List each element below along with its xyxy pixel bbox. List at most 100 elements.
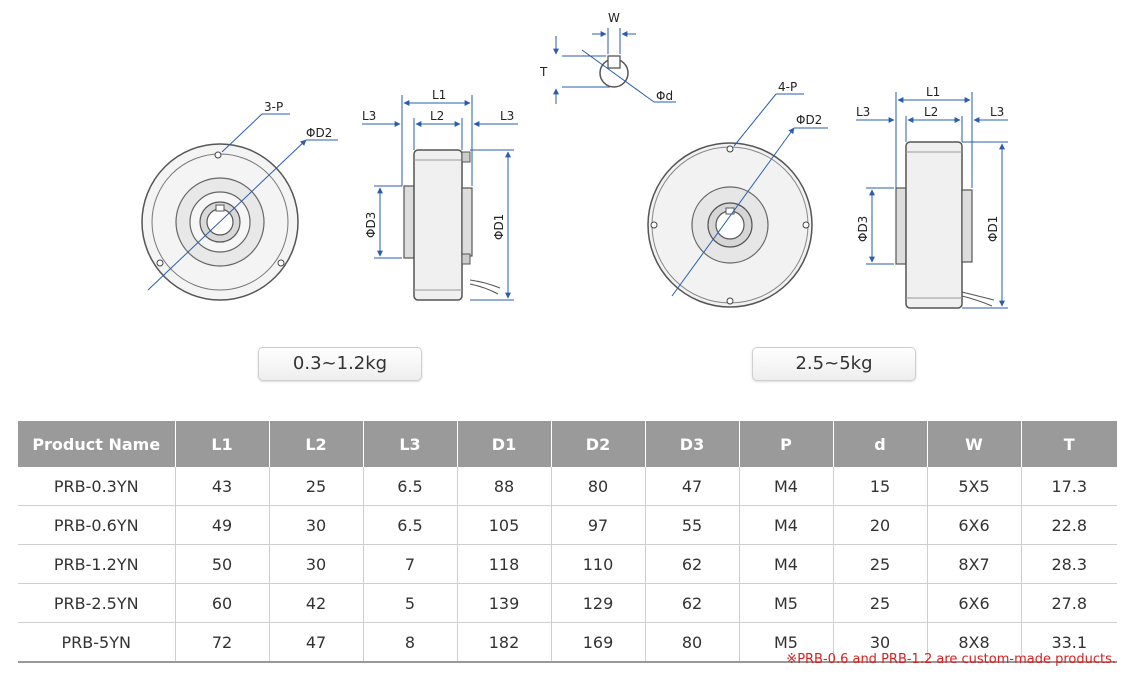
table-cell: 42 <box>269 583 364 623</box>
header-product-name: Product Name <box>18 421 176 467</box>
large-front-view: 4-P ΦD2 <box>647 80 828 308</box>
keyway-d-label: Φd <box>656 89 673 103</box>
table-cell: PRB-5YN <box>18 622 176 663</box>
large-front-d2-label: ΦD2 <box>796 113 822 127</box>
table-cell: 25 <box>833 544 928 584</box>
table-cell: 6X6 <box>927 583 1022 623</box>
large-side-l3-right-label: L3 <box>990 105 1004 119</box>
table-cell: M4 <box>739 505 834 545</box>
small-side-l1-label: L1 <box>432 88 446 102</box>
keyway-w-label: W <box>608 11 620 25</box>
small-front-p-label: 3-P <box>264 100 283 114</box>
spec-table-header-row: Product Name L1 L2 L3 D1 D2 D3 P d W T <box>18 421 1117 467</box>
large-side-l1-label: L1 <box>926 85 940 99</box>
table-cell: M5 <box>739 622 834 663</box>
small-front-view: 3-P ΦD2 <box>141 100 338 301</box>
table-cell: 7 <box>363 544 458 584</box>
table-cell: 25 <box>269 467 364 506</box>
table-cell: M4 <box>739 467 834 506</box>
table-cell: 105 <box>457 505 552 545</box>
header-l2: L2 <box>269 421 364 467</box>
header-d1: D1 <box>457 421 552 467</box>
table-cell: 118 <box>457 544 552 584</box>
table-cell: PRB-0.6YN <box>18 505 176 545</box>
weight-label-small: 0.3~1.2kg <box>258 347 422 381</box>
table-cell: 50 <box>175 544 270 584</box>
table-cell: 30 <box>833 622 928 663</box>
keyway-t-label: T <box>539 65 548 79</box>
header-d2: D2 <box>551 421 646 467</box>
spec-table: Product Name L1 L2 L3 D1 D2 D3 P d W T P… <box>18 421 1117 663</box>
header-l1: L1 <box>175 421 270 467</box>
table-cell: 5X5 <box>927 467 1022 506</box>
custom-made-note: ※PRB-0.6 and PRB-1.2 are custom-made pro… <box>786 652 1116 667</box>
header-d3: D3 <box>645 421 740 467</box>
table-cell: 47 <box>269 622 364 663</box>
table-cell: 30 <box>269 505 364 545</box>
table-cell: 80 <box>645 622 740 663</box>
table-row: PRB-5YN 72 47 8 182 169 80 M5 30 8X8 33.… <box>18 622 1117 663</box>
table-cell: 17.3 <box>1021 467 1117 506</box>
table-cell: 6X6 <box>927 505 1022 545</box>
table-cell: 22.8 <box>1021 505 1117 545</box>
table-cell: 62 <box>645 544 740 584</box>
large-side-d1-label: ΦD1 <box>986 216 1000 242</box>
table-cell: 62 <box>645 583 740 623</box>
table-cell: M5 <box>739 583 834 623</box>
table-cell: 8X7 <box>927 544 1022 584</box>
drawings-svg: W T Φd 3-P ΦD2 <box>141 11 1008 309</box>
table-cell: 49 <box>175 505 270 545</box>
table-cell: 6.5 <box>363 505 458 545</box>
table-cell: PRB-2.5YN <box>18 583 176 623</box>
table-row: PRB-2.5YN 60 42 5 139 129 62 M5 25 6X6 2… <box>18 583 1117 623</box>
large-side-l3-left-label: L3 <box>856 105 870 119</box>
table-cell: 169 <box>551 622 646 663</box>
table-cell: 6.5 <box>363 467 458 506</box>
table-cell: 28.3 <box>1021 544 1117 584</box>
table-cell: 80 <box>551 467 646 506</box>
table-cell: 55 <box>645 505 740 545</box>
header-l3: L3 <box>363 421 458 467</box>
table-cell: 129 <box>551 583 646 623</box>
large-side-d3-label: ΦD3 <box>856 216 870 242</box>
table-cell: 25 <box>833 583 928 623</box>
small-front-d2-label: ΦD2 <box>306 126 332 140</box>
weight-label-large: 2.5~5kg <box>752 347 916 381</box>
keyway-detail: W T Φd <box>539 11 676 104</box>
small-side-l2-label: L2 <box>430 109 444 123</box>
table-row: PRB-0.3YN 43 25 6.5 88 80 47 M4 15 5X5 1… <box>18 467 1117 506</box>
table-cell: 72 <box>175 622 270 663</box>
table-cell: 88 <box>457 467 552 506</box>
table-cell: M4 <box>739 544 834 584</box>
table-cell: 8X8 <box>927 622 1022 663</box>
table-row: PRB-0.6YN 49 30 6.5 105 97 55 M4 20 6X6 … <box>18 505 1117 545</box>
small-side-d3-label: ΦD3 <box>364 212 378 238</box>
small-side-d1-label: ΦD1 <box>492 214 506 240</box>
large-side-view: L1 L2 L3 L3 ΦD3 ΦD1 <box>856 85 1008 309</box>
small-side-l3-right-label: L3 <box>500 109 514 123</box>
header-d: d <box>833 421 928 467</box>
table-cell: 110 <box>551 544 646 584</box>
table-cell: 182 <box>457 622 552 663</box>
table-cell: 139 <box>457 583 552 623</box>
technical-drawings: W T Φd 3-P ΦD2 <box>141 11 1008 309</box>
table-cell: PRB-1.2YN <box>18 544 176 584</box>
table-cell: 8 <box>363 622 458 663</box>
large-side-l2-label: L2 <box>924 105 938 119</box>
table-cell: 43 <box>175 467 270 506</box>
table-cell: 33.1 <box>1021 622 1117 663</box>
table-cell: 47 <box>645 467 740 506</box>
table-cell: PRB-0.3YN <box>18 467 176 506</box>
large-front-p-label: 4-P <box>778 80 797 94</box>
header-p: P <box>739 421 834 467</box>
table-cell: 30 <box>269 544 364 584</box>
table-cell: 20 <box>833 505 928 545</box>
table-row: PRB-1.2YN 50 30 7 118 110 62 M4 25 8X7 2… <box>18 544 1117 584</box>
table-cell: 97 <box>551 505 646 545</box>
header-t: T <box>1021 421 1117 467</box>
header-w: W <box>927 421 1022 467</box>
small-side-l3-left-label: L3 <box>362 109 376 123</box>
table-cell: 15 <box>833 467 928 506</box>
table-cell: 27.8 <box>1021 583 1117 623</box>
table-cell: 5 <box>363 583 458 623</box>
